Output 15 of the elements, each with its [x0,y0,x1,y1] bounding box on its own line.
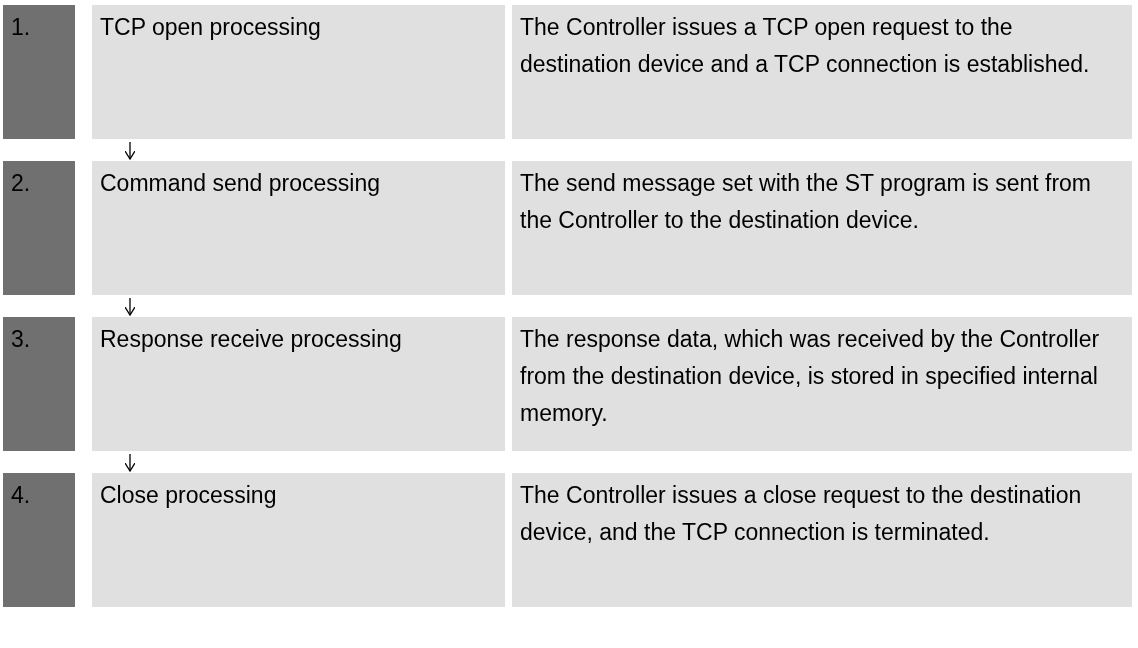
step-description-cell: The Controller issues a close request to the destination device, and the TCP connection is terminated. [512,473,1132,607]
step-name-cell: Response receive processing [92,317,505,451]
step-description-cell: The response data, which was received by the Controller from the destination device, is stored in specified internal memory. [512,317,1132,451]
step-name-cell: TCP open processing [92,5,505,139]
step-number-cell: 4. [3,473,75,607]
step-number-cell: 3. [3,317,75,451]
arrow [124,297,136,316]
step-number-cell: 1. [3,5,75,139]
step-description-cell: The send message set with the ST program is sent from the Controller to the destination device. [512,161,1132,295]
step-name-cell: Close processing [92,473,505,607]
arrow [124,141,136,160]
arrow [124,453,136,472]
step-name-cell: Command send processing [92,161,505,295]
step-number-cell: 2. [3,161,75,295]
step-description-cell: The Controller issues a TCP open request to the destination device and a TCP connection is established. [512,5,1132,139]
